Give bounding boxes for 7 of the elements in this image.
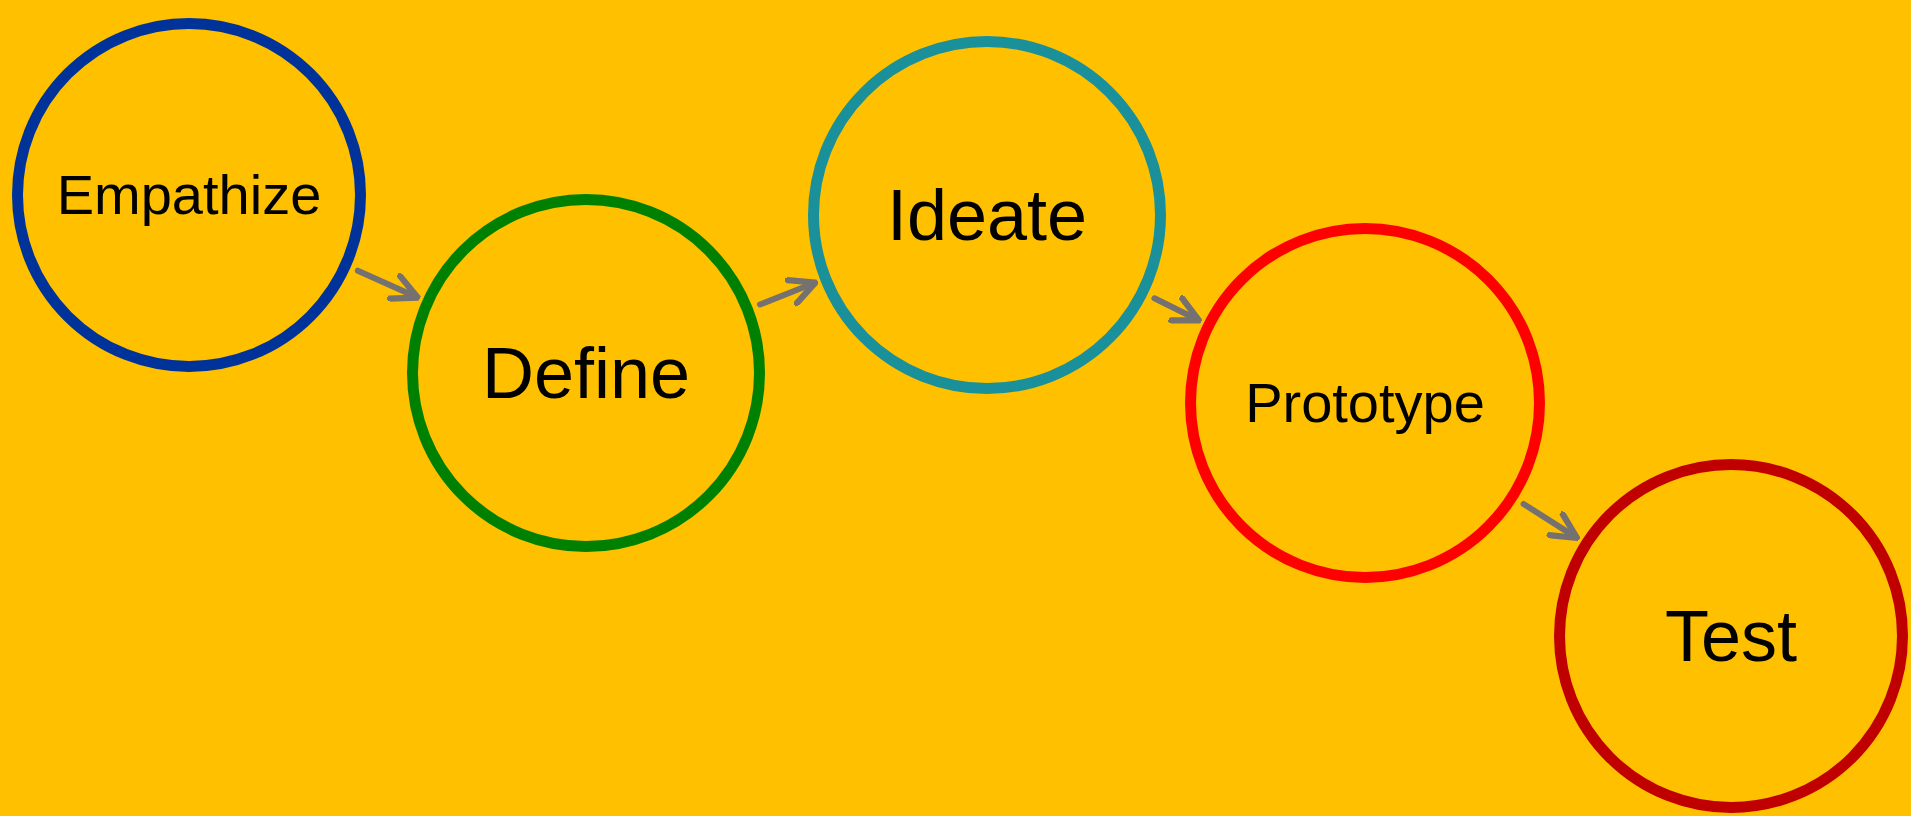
arrow — [1520, 500, 1581, 542]
stage-label: Test — [1664, 600, 1797, 672]
arrow — [354, 267, 421, 302]
arrow — [757, 277, 819, 308]
arrow — [1151, 294, 1203, 324]
stage-label: Ideate — [886, 179, 1088, 251]
stage-label: Define — [481, 337, 691, 409]
